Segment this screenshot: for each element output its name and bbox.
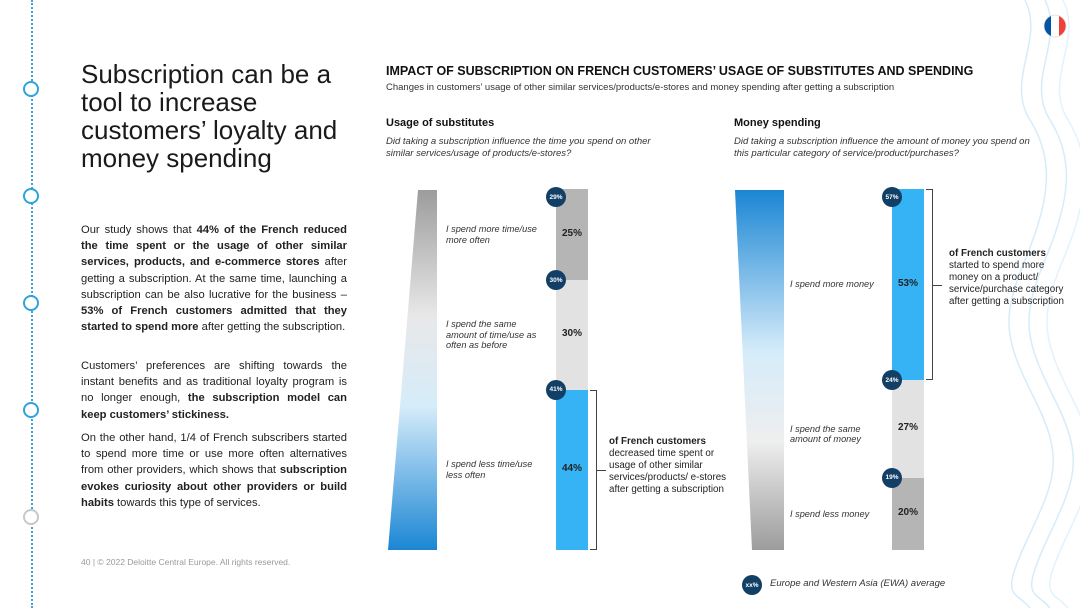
bar-segment <box>556 280 588 390</box>
annotation-substitutes-text: decreased time spent or usage of other s… <box>609 448 727 495</box>
ewa-average-badge: 24% <box>882 370 902 391</box>
legend-text: Europe and Western Asia (EWA) average <box>770 578 946 589</box>
paragraph-run: subscription evokes curiosity about othe… <box>81 464 347 509</box>
paragraph-run: the subscription model can keep customer… <box>81 392 347 421</box>
annotation-spending-bold: of French customers <box>949 248 1046 259</box>
rail-step-4 <box>23 402 39 418</box>
bar-value-label: 25% <box>561 227 582 239</box>
bar-value-label: 20% <box>897 506 918 518</box>
paragraph-run: after getting the subscription. <box>198 321 346 334</box>
bracket-connector <box>933 284 942 286</box>
category-label: I spend the same amount of money <box>790 423 861 445</box>
gradient-wedge-substitutes <box>388 190 437 550</box>
category-label: I spend more money <box>790 279 874 290</box>
category-label: I spend less time/use less often <box>446 459 533 480</box>
bar-value-label: 27% <box>897 422 918 434</box>
bar-segment <box>892 189 924 381</box>
paragraph-run: 53% of French customers admitted that th… <box>81 305 347 334</box>
highlight-bracket <box>590 389 597 550</box>
annotation-spending-text: started to spend more money on a product… <box>949 260 1064 307</box>
question-substitutes: Did taking a subscription influence the … <box>386 136 651 159</box>
bar-value-label: 44% <box>561 462 582 474</box>
gradient-wedge-spending <box>735 190 784 550</box>
ewa-average-badge: 57% <box>882 187 902 207</box>
annotation-substitutes: of French customers decreased time spent… <box>609 436 734 496</box>
ewa-average-badge: 41% <box>546 379 566 400</box>
category-label: I spend less money <box>790 508 870 519</box>
annotation-spending: of French customers started to spend mor… <box>949 248 1064 308</box>
paragraph-run: towards this type of services. <box>113 496 261 509</box>
intro-paragraph: Our study shows that 44% of the French r… <box>81 222 347 335</box>
category-label: I spend the same amount of time/use as o… <box>446 319 537 351</box>
france-flag-icon <box>1043 14 1067 38</box>
paragraph-run: after getting a subscription. At the sam… <box>81 256 347 301</box>
bar-segment <box>892 380 924 478</box>
highlight-bracket <box>926 189 933 381</box>
bar-value-label: 30% <box>561 327 582 339</box>
page-title: Subscription can be a tool to increase c… <box>81 59 338 173</box>
bar-segment <box>556 389 588 550</box>
paragraph-run: Our study shows that <box>81 224 197 236</box>
ewa-average-badge: 19% <box>882 467 902 488</box>
bar-value-label: 53% <box>897 277 918 289</box>
ewa-average-badge: 29% <box>546 187 566 207</box>
bracket-connector <box>597 469 606 471</box>
rail-step-2 <box>23 188 39 204</box>
question-spending: Did taking a subscription influence the … <box>734 136 1030 159</box>
section-title-substitutes: Usage of substitutes <box>386 117 495 129</box>
page-footer: 40 | © 2022 Deloitte Central Europe. All… <box>81 557 291 567</box>
legend-badge: xx% <box>742 575 762 595</box>
ewa-average-badge: 30% <box>546 270 566 291</box>
chart-subtitle: Changes in customers’ usage of other sim… <box>386 82 895 93</box>
paragraph-run: 44% of the French reduced the time spent… <box>81 224 347 269</box>
preferences-paragraph: Customers’ preferences are shifting towa… <box>81 358 347 423</box>
curiosity-paragraph: On the other hand, 1/4 of French subscri… <box>81 430 347 511</box>
annotation-substitutes-bold: of French customers <box>609 436 706 447</box>
paragraph-run: Customers’ preferences are shifting towa… <box>81 360 347 405</box>
rail-step-5 <box>23 509 39 525</box>
decorative-waves <box>1008 0 1080 608</box>
rail-step-3 <box>23 295 39 311</box>
section-title-spending: Money spending <box>734 117 821 129</box>
paragraph-run: On the other hand, 1/4 of French subscri… <box>81 432 347 477</box>
bar-segment <box>892 477 924 550</box>
category-label: I spend more time/use more often <box>446 224 537 245</box>
chart-title: IMPACT OF SUBSCRIPTION ON FRENCH CUSTOME… <box>386 64 974 78</box>
rail-step-1 <box>23 81 39 97</box>
